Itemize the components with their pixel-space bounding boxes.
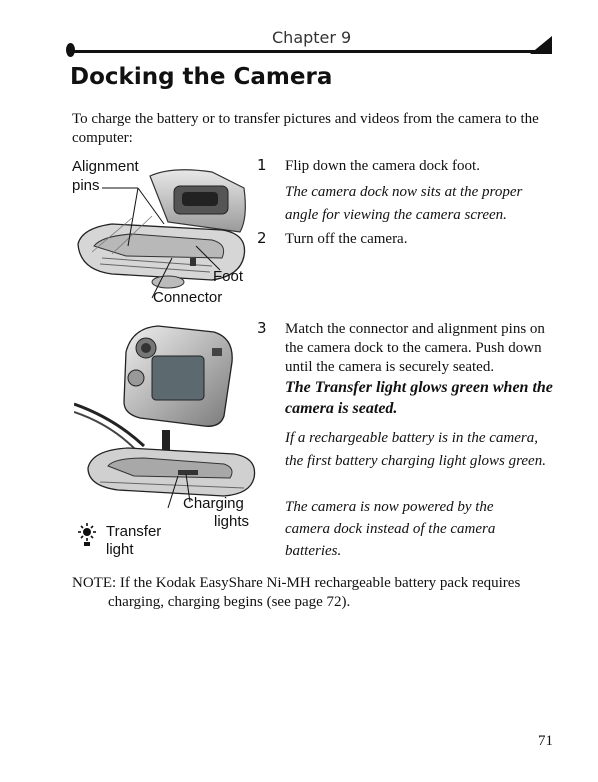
note-line-2: charging, charging begins (see page 72). (108, 594, 351, 610)
step-2-number: 2 (257, 229, 267, 247)
label-charging: Charging (183, 495, 244, 512)
step-1-number: 1 (257, 156, 267, 174)
label-light: light (106, 541, 134, 558)
intro-paragraph: To charge the battery or to transfer pic… (72, 111, 539, 146)
label-lights: lights (214, 513, 250, 530)
step-3-text: Match the connector and alignment pins o… (285, 321, 545, 375)
step-3-emphasis: The Transfer light glows green when the … (285, 379, 553, 417)
note-line-1: NOTE: If the Kodak EasyShare Ni-MH recha… (72, 575, 521, 591)
dock-figure (72, 158, 252, 308)
label-pins: pins (72, 177, 100, 194)
rule-end-dot (66, 43, 75, 57)
rule-arrow-icon (530, 36, 552, 54)
label-connector: Connector (153, 289, 223, 306)
step-2-text: Turn off the camera. (285, 231, 408, 247)
step-3-note-power: The camera is now powered by the camera … (285, 499, 496, 559)
page-number: 71 (538, 733, 553, 749)
label-transfer: Transfer (106, 523, 162, 540)
camera-on-dock-illustration (73, 325, 256, 509)
header-rule (72, 50, 542, 53)
label-alignment: Alignment (72, 158, 139, 175)
camera-dock-illustration (77, 169, 246, 299)
label-foot: Foot (213, 268, 244, 285)
step-1-text: Flip down the camera dock foot. (285, 158, 480, 174)
note-paragraph: NOTE: If the Kodak EasyShare Ni-MH recha… (72, 574, 552, 612)
chapter-header: Chapter 9 (272, 28, 352, 47)
camera-on-dock-figure (73, 318, 264, 509)
step-3-number: 3 (257, 319, 267, 337)
step-3-note-battery: If a rechargeable battery is in the came… (285, 430, 546, 469)
page-title: Docking the Camera (70, 64, 333, 90)
transfer-light-icon (78, 523, 96, 547)
step-1-result: The camera dock now sits at the proper a… (285, 184, 523, 223)
